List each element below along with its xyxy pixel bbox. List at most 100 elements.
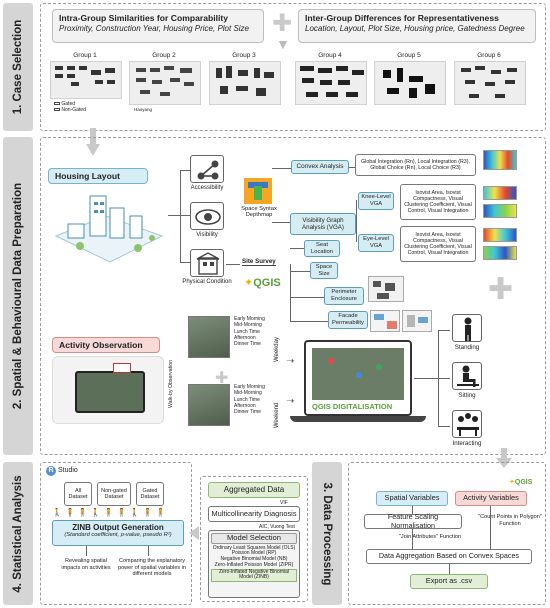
group-map-6 bbox=[454, 61, 526, 105]
phone-photo bbox=[52, 356, 164, 424]
aggregation-label: Data Aggregation Based on Convex Spaces bbox=[378, 551, 520, 561]
proc-arrow-2 bbox=[412, 529, 413, 549]
qgis-processing-label: QGIS bbox=[514, 479, 533, 486]
model-selection-box: Model Selection Ordinary Least Squares M… bbox=[208, 530, 300, 598]
count-points-text: "Count Points in Polygon" Function bbox=[478, 514, 542, 527]
scaling-label: Feature Scaling Normalisation bbox=[387, 512, 439, 530]
zinb-connector-right bbox=[148, 546, 149, 556]
connector-vis bbox=[180, 215, 190, 216]
connector-knee bbox=[356, 200, 357, 242]
weekend-time-mid-morning: Mid-Morning bbox=[234, 390, 262, 397]
down-arrow-icon: ▼ bbox=[276, 36, 290, 52]
time-mid-morning: Mid-Morning bbox=[234, 322, 262, 329]
all-dataset-label: All Dataset bbox=[68, 487, 88, 500]
arrow-weekday-laptop: ➝ bbox=[286, 356, 295, 367]
section-tab-2: 2. Spatial & Behavioural Data Preparatio… bbox=[3, 137, 33, 455]
group-label-2: Group 2 bbox=[152, 52, 176, 59]
knee-output-box: Isovist Area, Isovist Compactness, Visua… bbox=[400, 184, 476, 220]
connector-phys bbox=[180, 262, 190, 263]
group-label-4: Group 4 bbox=[318, 52, 342, 59]
heatmap-2 bbox=[483, 186, 517, 200]
vga-label: Visibility Graph Analysis (VGA) bbox=[302, 216, 344, 231]
weekend-time-dinner: Dinner Time bbox=[234, 409, 261, 415]
down-arrow-s2-s3 bbox=[496, 448, 512, 470]
model-ols: Ordinary Least Squares Model (OLS) bbox=[212, 544, 296, 551]
heatmap-3 bbox=[483, 204, 517, 218]
space-size-label: Space Size bbox=[315, 263, 333, 277]
convex-output-box: Global Integration (Rn), Local Integrati… bbox=[355, 154, 476, 176]
activity-connector-standing bbox=[438, 330, 450, 331]
proc-arrow-1 bbox=[412, 506, 413, 514]
perimeter-enclosure-label: Perimeter Enclosure bbox=[331, 289, 357, 302]
aggregation-box: Data Aggregation Based on Convex Spaces bbox=[366, 549, 532, 564]
connector-convex bbox=[272, 168, 292, 169]
convex-analysis-label: Convex Analysis bbox=[296, 163, 344, 171]
processing-panel bbox=[348, 462, 546, 605]
group-map-5 bbox=[374, 61, 446, 105]
perimeter-enclosure-box: Perimeter Enclosure bbox=[324, 287, 364, 305]
section-tab-3: 3. Data Processing bbox=[312, 462, 342, 605]
connector-housing bbox=[168, 215, 180, 216]
connector-perimeter bbox=[290, 297, 324, 298]
building-icon bbox=[190, 249, 224, 277]
group-label-1: Group 1 bbox=[73, 52, 97, 59]
group-map-1 bbox=[50, 61, 122, 99]
housing-layout-header: Housing Layout bbox=[48, 168, 148, 184]
qgis-label: QGIS bbox=[253, 277, 281, 289]
aggregated-data-box: Aggregated Data bbox=[208, 482, 300, 498]
qgis-logo: ✦QGIS bbox=[244, 277, 281, 289]
weekend-photos bbox=[188, 384, 230, 426]
digitalisation-label: QGIS DIGITALISATION bbox=[312, 402, 393, 411]
section-tab-4: 4. Statistical Analysis bbox=[3, 462, 33, 605]
multicollinearity-label: Multicollinearity Diagnosis bbox=[211, 508, 297, 518]
intra-subtitle: Proximity, Construction Year, Housing Pr… bbox=[59, 24, 250, 33]
physical-condition-label: Physical Condition bbox=[182, 279, 232, 285]
heatmap-4 bbox=[483, 228, 517, 242]
eye-icon bbox=[190, 202, 224, 230]
connector-facade bbox=[290, 321, 328, 322]
housing-layout-title: Housing Layout bbox=[55, 171, 120, 181]
qgis-logo-processing: ✦QGIS bbox=[509, 479, 533, 486]
activity-connector-sitting bbox=[438, 378, 450, 379]
knee-vga-box: Knee-Level VGA bbox=[358, 192, 394, 210]
site-plan-image-3 bbox=[402, 310, 432, 332]
intra-group-header: Intra-Group Similarities for Comparabili… bbox=[52, 9, 264, 43]
all-dataset-box: All Dataset bbox=[64, 482, 92, 506]
group-map-4 bbox=[295, 61, 367, 105]
rstudio-logo: R Studio bbox=[46, 466, 78, 476]
convex-analysis-box: Convex Analysis bbox=[291, 160, 349, 174]
housing-layout-illustration bbox=[50, 186, 168, 268]
model-rp: Poisson Model (RP) bbox=[231, 550, 277, 557]
non-gated-dataset-label: Non-gated Dataset bbox=[101, 487, 127, 500]
aggregated-data-label: Aggregated Data bbox=[223, 485, 285, 495]
seat-location-label: Seat Location bbox=[311, 241, 333, 255]
activity-observation-header: Activity Observation bbox=[52, 337, 160, 353]
map-label-haoyang: Haoyang bbox=[134, 107, 153, 112]
convex-output-text: Global Integration (Rn), Local Integrati… bbox=[361, 158, 470, 171]
group-map-2 bbox=[129, 61, 201, 105]
intra-title: Intra-Group Similarities for Comparabili… bbox=[59, 13, 229, 23]
activity-variables-box: Activity Variables bbox=[455, 491, 527, 506]
multicollinearity-box: Multicollinearity Diagnosis bbox=[208, 506, 300, 522]
model-nb: Negative Binomial Model (NB) bbox=[220, 556, 288, 563]
case-selection-panel bbox=[40, 3, 546, 131]
vga-box: Visibility Graph Analysis (VGA) bbox=[290, 213, 356, 235]
plus-icon: ✚ bbox=[272, 10, 293, 37]
space-size-box: Space Size bbox=[310, 262, 338, 279]
revealing-text: Revealing spatial impacts on activities bbox=[61, 558, 111, 571]
visibility-label: Visibility bbox=[196, 232, 218, 238]
zinb-output-title: ZINB Output Generation bbox=[72, 523, 164, 532]
walk-by-label: Walk-by Observation bbox=[168, 360, 174, 408]
model-zipr: Zero-Inflated Poisson Model (ZIPR) bbox=[214, 561, 294, 568]
legend-non-gated-label: Non-Gated bbox=[61, 107, 86, 113]
activity-connector-interacting bbox=[438, 426, 450, 427]
heatmap-5 bbox=[483, 246, 517, 260]
rstudio-label: Studio bbox=[57, 467, 78, 474]
laptop: QGIS DIGITALISATION bbox=[304, 340, 412, 416]
heatmap-1 bbox=[483, 150, 517, 170]
section-title-3: 3. Data Processing bbox=[321, 482, 333, 585]
section-title-4: 4. Statistical Analysis bbox=[12, 474, 24, 593]
interacting-icon bbox=[452, 410, 482, 438]
eye-vga-label: Eye-Level VGA bbox=[363, 236, 389, 249]
weekend-time-afternoon: Afternoon bbox=[234, 402, 256, 409]
